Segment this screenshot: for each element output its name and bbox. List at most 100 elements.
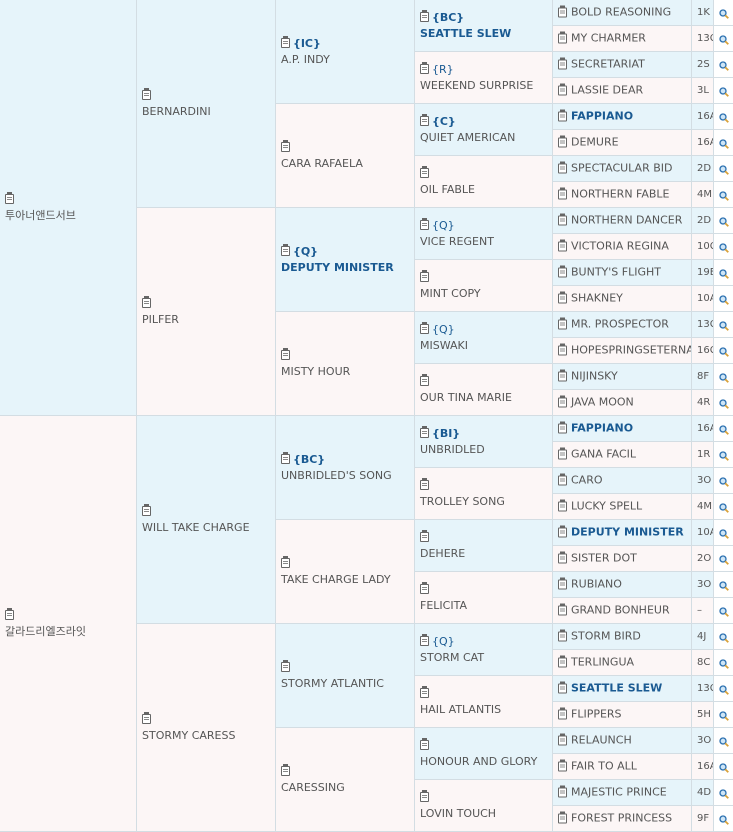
search-icon[interactable] bbox=[714, 130, 733, 156]
gen5-horse-cell[interactable]: GANA FACIL bbox=[553, 442, 692, 468]
horse-row[interactable]: FAIR TO ALL bbox=[558, 759, 689, 773]
horse-name[interactable]: MY CHARMER bbox=[571, 31, 646, 45]
horse-name[interactable]: DEPUTY MINISTER bbox=[571, 525, 684, 539]
horse-name[interactable]: CARO bbox=[571, 473, 603, 487]
horse-name[interactable]: RELAUNCH bbox=[571, 733, 632, 747]
horse-row[interactable]: RUBIANO bbox=[558, 577, 689, 591]
gen5-horse-cell[interactable]: JAVA MOON bbox=[553, 390, 692, 416]
search-icon[interactable] bbox=[714, 702, 733, 728]
gen5-horse-cell[interactable]: GRAND BONHEUR bbox=[553, 598, 692, 624]
clipboard-icon[interactable] bbox=[558, 499, 567, 511]
clipboard-icon[interactable] bbox=[142, 87, 151, 100]
gen3-horse-cell[interactable]: TAKE CHARGE LADY bbox=[276, 520, 415, 624]
gen5-horse-cell[interactable]: BUNTY'S FLIGHT bbox=[553, 260, 692, 286]
gen3-horse-cell[interactable]: MISTY HOUR bbox=[276, 312, 415, 416]
clipboard-icon[interactable] bbox=[281, 659, 290, 672]
gen4-horse-cell[interactable]: {Q}VICE REGENT bbox=[415, 208, 553, 260]
horse-name[interactable]: MISWAKI bbox=[420, 338, 468, 352]
horse-row[interactable]: FAPPIANO bbox=[558, 109, 689, 123]
horse-name[interactable]: NIJINSKY bbox=[571, 369, 618, 383]
search-icon[interactable] bbox=[714, 156, 733, 182]
clipboard-icon[interactable] bbox=[420, 217, 429, 230]
horse-name[interactable]: 갈라드리엘즈라잇 bbox=[5, 624, 86, 638]
clipboard-icon[interactable] bbox=[281, 555, 290, 568]
clipboard-icon[interactable] bbox=[558, 811, 567, 823]
gen5-horse-cell[interactable]: CARO bbox=[553, 468, 692, 494]
gen3-horse-cell[interactable]: {BC}UNBRIDLED'S SONG bbox=[276, 416, 415, 520]
clipboard-icon[interactable] bbox=[420, 61, 429, 74]
horse-name[interactable]: UNBRIDLED bbox=[420, 442, 485, 456]
gen4-horse-cell[interactable]: OUR TINA MARIE bbox=[415, 364, 553, 416]
horse-row[interactable]: LUCKY SPELL bbox=[558, 499, 689, 513]
search-icon[interactable] bbox=[714, 676, 733, 702]
horse-name[interactable]: UNBRIDLED'S SONG bbox=[281, 468, 392, 482]
horse-name[interactable]: STORM CAT bbox=[420, 650, 485, 664]
search-icon[interactable] bbox=[714, 494, 733, 520]
horse-row[interactable]: MR. PROSPECTOR bbox=[558, 317, 689, 331]
horse-name[interactable]: CARA RAFAELA bbox=[281, 156, 363, 170]
clipboard-icon[interactable] bbox=[558, 343, 567, 355]
clipboard-icon[interactable] bbox=[281, 243, 290, 256]
horse-name[interactable]: 투아너앤드서브 bbox=[5, 208, 76, 222]
gen5-horse-cell[interactable]: NORTHERN FABLE bbox=[553, 182, 692, 208]
horse-name[interactable]: DEPUTY MINISTER bbox=[281, 260, 394, 274]
search-icon[interactable] bbox=[714, 390, 733, 416]
search-icon[interactable] bbox=[714, 286, 733, 312]
horse-name[interactable]: PILFER bbox=[142, 312, 179, 326]
gen4-horse-cell[interactable]: {Q}STORM CAT bbox=[415, 624, 553, 676]
clipboard-icon[interactable] bbox=[281, 35, 290, 48]
clipboard-icon[interactable] bbox=[558, 135, 567, 147]
gen5-horse-cell[interactable]: SPECTACULAR BID bbox=[553, 156, 692, 182]
horse-row[interactable]: SPECTACULAR BID bbox=[558, 161, 689, 175]
clipboard-icon[interactable] bbox=[420, 113, 429, 126]
clipboard-icon[interactable] bbox=[420, 789, 429, 802]
clipboard-icon[interactable] bbox=[5, 607, 14, 620]
gen2-horse-cell[interactable]: BERNARDINI bbox=[137, 0, 276, 208]
search-icon[interactable] bbox=[714, 650, 733, 676]
gen5-horse-cell[interactable]: BOLD REASONING bbox=[553, 0, 692, 26]
gen5-horse-cell[interactable]: VICTORIA REGINA bbox=[553, 234, 692, 260]
clipboard-icon[interactable] bbox=[558, 525, 567, 537]
gen5-horse-cell[interactable]: LASSIE DEAR bbox=[553, 78, 692, 104]
search-icon[interactable] bbox=[714, 754, 733, 780]
gen2-horse-cell[interactable]: STORMY CARESS bbox=[137, 624, 276, 832]
gen4-horse-cell[interactable]: {C}QUIET AMERICAN bbox=[415, 104, 553, 156]
clipboard-icon[interactable] bbox=[558, 213, 567, 225]
horse-row[interactable]: FOREST PRINCESS bbox=[558, 811, 689, 825]
horse-name[interactable]: CARESSING bbox=[281, 780, 345, 794]
horse-name[interactable]: BERNARDINI bbox=[142, 104, 211, 118]
clipboard-icon[interactable] bbox=[420, 685, 429, 698]
gen3-horse-cell[interactable]: {Q}DEPUTY MINISTER bbox=[276, 208, 415, 312]
horse-name[interactable]: A.P. INDY bbox=[281, 52, 330, 66]
horse-row[interactable]: BOLD REASONING bbox=[558, 5, 689, 19]
clipboard-icon[interactable] bbox=[420, 269, 429, 282]
horse-row[interactable]: SECRETARIAT bbox=[558, 57, 689, 71]
gen5-horse-cell[interactable]: FOREST PRINCESS bbox=[553, 806, 692, 832]
clipboard-icon[interactable] bbox=[558, 629, 567, 641]
horse-name[interactable]: FAPPIANO bbox=[571, 109, 634, 123]
gen4-horse-cell[interactable]: {R}WEEKEND SURPRISE bbox=[415, 52, 553, 104]
clipboard-icon[interactable] bbox=[420, 321, 429, 334]
search-icon[interactable] bbox=[714, 182, 733, 208]
horse-name[interactable]: DEMURE bbox=[571, 135, 619, 149]
horse-name[interactable]: JAVA MOON bbox=[571, 395, 634, 409]
search-icon[interactable] bbox=[714, 442, 733, 468]
horse-row[interactable]: JAVA MOON bbox=[558, 395, 689, 409]
gen5-horse-cell[interactable]: RELAUNCH bbox=[553, 728, 692, 754]
search-icon[interactable] bbox=[714, 26, 733, 52]
horse-name[interactable]: MAJESTIC PRINCE bbox=[571, 785, 667, 799]
gen4-horse-cell[interactable]: LOVIN TOUCH bbox=[415, 780, 553, 832]
horse-name[interactable]: SECRETARIAT bbox=[571, 57, 645, 71]
horse-name[interactable]: STORM BIRD bbox=[571, 629, 641, 643]
horse-row[interactable]: SEATTLE SLEW bbox=[558, 681, 689, 695]
gen5-horse-cell[interactable]: NIJINSKY bbox=[553, 364, 692, 390]
clipboard-icon[interactable] bbox=[420, 9, 429, 22]
gen5-horse-cell[interactable]: MR. PROSPECTOR bbox=[553, 312, 692, 338]
clipboard-icon[interactable] bbox=[5, 191, 14, 204]
horse-name[interactable]: DEHERE bbox=[420, 546, 466, 560]
gen3-horse-cell[interactable]: CARA RAFAELA bbox=[276, 104, 415, 208]
clipboard-icon[interactable] bbox=[558, 785, 567, 797]
clipboard-icon[interactable] bbox=[558, 239, 567, 251]
clipboard-icon[interactable] bbox=[558, 421, 567, 433]
gen5-horse-cell[interactable]: RUBIANO bbox=[553, 572, 692, 598]
